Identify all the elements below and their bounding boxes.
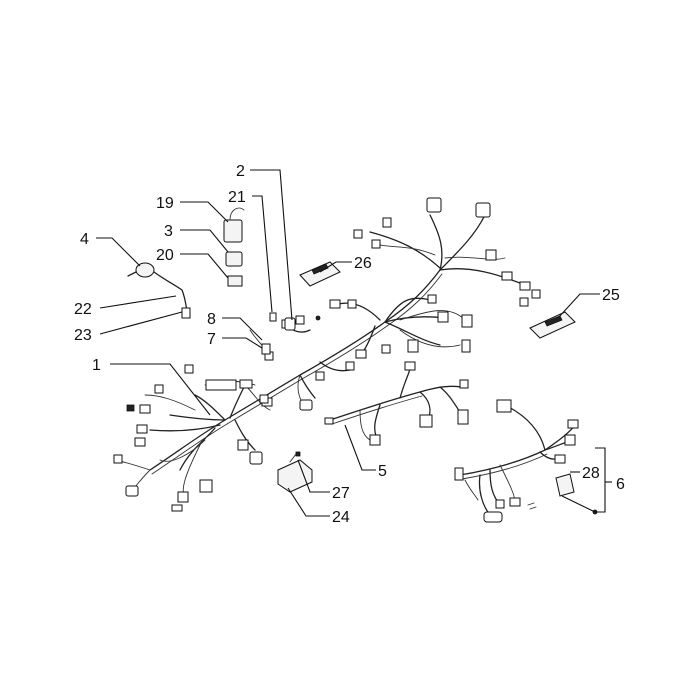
callout-27: 27 [332, 485, 350, 502]
part-3-holder [225, 251, 243, 267]
callout-23: 23 [74, 327, 92, 344]
callout-2: 2 [236, 163, 245, 180]
callout-7: 7 [207, 331, 216, 348]
callout-5: 5 [378, 463, 387, 480]
part-20-holder [227, 275, 243, 287]
part-7-8-clip [249, 329, 271, 355]
main-wiring-harness [114, 214, 526, 501]
callout-24: 24 [332, 509, 350, 526]
part-19-relay [223, 207, 245, 243]
part-2-connector [284, 317, 296, 331]
part-24-bracket [277, 453, 313, 493]
callout-8: 8 [207, 311, 216, 328]
callout-labels: 1 2 3 4 5 6 7 8 19 20 21 22 23 24 25 26 … [74, 163, 625, 526]
part-21-fuse [269, 312, 277, 322]
callout-6: 6 [616, 476, 625, 493]
part-27-screw [295, 451, 301, 457]
leader-lines [96, 169, 612, 517]
harness-5 [324, 361, 469, 446]
callout-22: 22 [74, 301, 92, 318]
callout-20: 20 [156, 247, 174, 264]
harness-6 [454, 399, 579, 523]
callout-25: 25 [602, 287, 620, 304]
callout-3: 3 [164, 223, 173, 240]
callout-26: 26 [354, 255, 372, 272]
harness-connectors [113, 197, 541, 512]
part-25-plate [529, 311, 576, 339]
part-4-component [127, 262, 191, 319]
callout-1: 1 [92, 357, 101, 374]
part-28-component [555, 473, 575, 497]
part-26-plate [299, 261, 341, 287]
callout-4: 4 [80, 231, 89, 248]
callout-28: 28 [582, 465, 600, 482]
callout-19: 19 [156, 195, 174, 212]
callout-21: 21 [228, 189, 246, 206]
